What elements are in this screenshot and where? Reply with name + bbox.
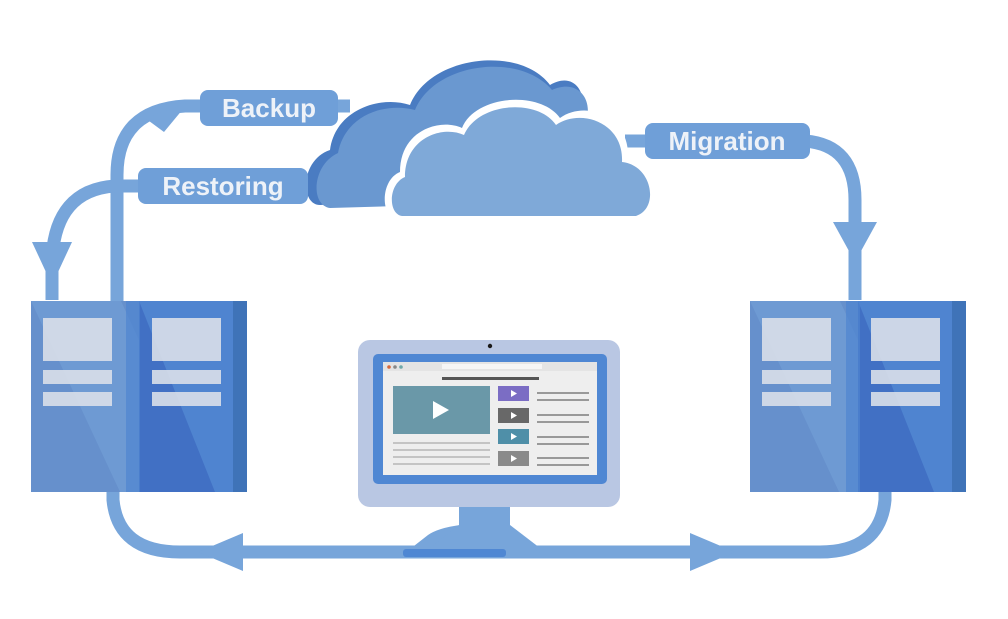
server-divider [126,301,140,492]
drive-slot [871,370,940,384]
window-dot-max-icon [399,365,403,369]
restoring-arrowhead-icon [32,242,72,285]
left-server-icon [31,301,247,492]
drive-slot [762,370,831,384]
thumbnail [498,451,529,466]
backup-label: Backup [200,90,338,126]
text-line [537,421,589,423]
backup-arrow-path [110,99,205,305]
thumbnail [498,429,529,444]
server-side-2 [233,301,247,492]
window-dot-close-icon [387,365,391,369]
monitor-foot [430,525,540,548]
monitor-neck [459,505,510,528]
restoring-label: Restoring [138,168,308,204]
drive-slot [871,392,940,406]
arrowheads [32,103,877,571]
cloud-front [391,107,651,216]
drive-panel [762,318,831,361]
backup-label-bg [200,90,338,126]
monitor-base [403,549,506,557]
text-line [537,399,589,401]
text-line [537,436,589,438]
address-bar [442,364,542,369]
drive-slot [762,392,831,406]
monitor-icon [358,340,620,557]
server-divider [846,301,860,492]
right-arrowhead-icon [690,533,735,571]
restoring-label-bg [138,168,308,204]
migration-label-bg [645,123,810,159]
cloud-icon [306,60,658,220]
play-icon [433,401,449,419]
text-line [537,392,589,394]
drive-panel [871,318,940,361]
migration-label-text: Migration [669,126,786,156]
text-line [393,449,490,451]
play-icon [511,433,517,440]
backup-arrowhead-icon [145,103,188,132]
text-line [537,414,589,416]
drive-panel [43,318,112,361]
thumbnail-text-lines [537,392,589,466]
drive-panel [152,318,221,361]
backup-label-text: Backup [222,93,316,123]
play-icon [511,412,517,419]
migration-arrow-path [804,134,862,300]
text-line [537,443,589,445]
webcam-icon [487,343,493,349]
restoring-label-text: Restoring [162,171,283,201]
migration-arrowhead-icon [833,222,877,262]
text-line [393,463,490,465]
drive-slot [43,370,112,384]
text-line [537,464,589,466]
text-line [537,457,589,459]
thumbnail [498,386,529,401]
play-icon [511,455,517,462]
text-line [393,456,490,458]
window-dot-min-icon [393,365,397,369]
right-server-icon [750,301,966,492]
server-side-2 [952,301,966,492]
drive-slot [43,392,112,406]
thumbnail [498,408,529,423]
left-arrowhead-icon [198,533,243,571]
page-title-bar [442,377,539,380]
text-line [393,442,490,444]
drive-slot [152,392,221,406]
play-icon [511,390,517,397]
migration-label: Migration [645,123,810,159]
drive-slot [152,370,221,384]
